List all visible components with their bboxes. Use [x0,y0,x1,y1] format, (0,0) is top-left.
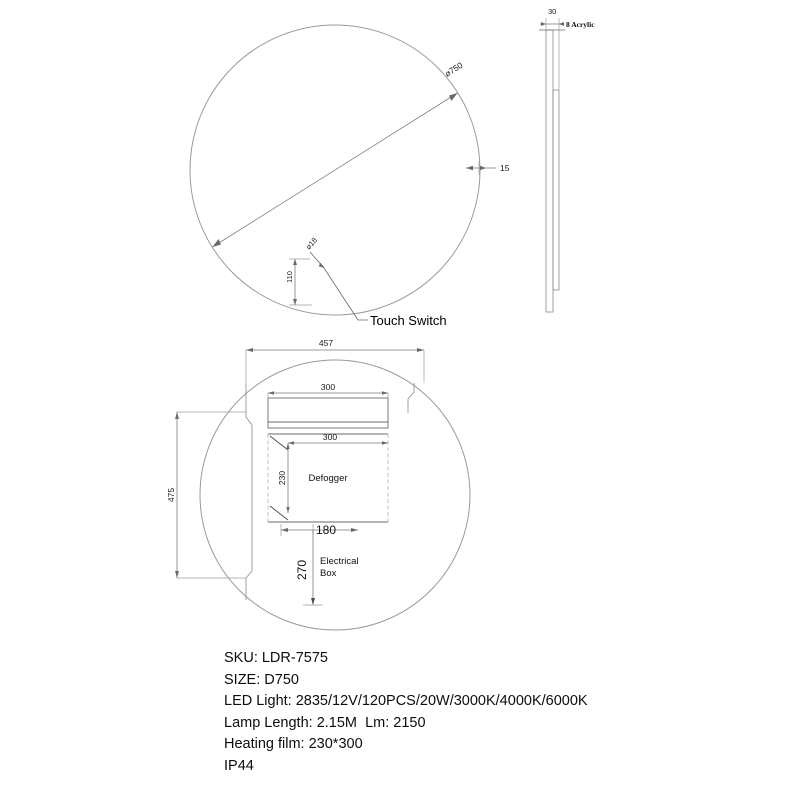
hole-diameter-arrow [318,262,324,268]
switch-offset-label: 110 [285,271,294,283]
defogger-corner-mark-top [269,435,289,451]
defogger-width-arrow-left [288,441,294,445]
spec-line-lamp-length: Lamp Length: 2.15M Lm: 2150 [224,714,426,731]
electrical-box-label-line2: Box [320,568,337,579]
diameter-arrow-start [212,239,221,247]
switch-offset-arrow-bottom [293,299,297,305]
spec-line-led-light: LED Light: 2835/12V/120PCS/20W/3000K/400… [224,693,588,709]
side-thickness-label: 30 [548,7,556,16]
touch-switch-leader-line [321,264,359,321]
defogger-corner-mark-bottom [269,505,289,521]
defogger-width-arrow-right [382,441,388,445]
front-elevation-view: ⌀750 15 Touch Switch ⌀18 110 [189,24,510,328]
overall-height-arrow-top [175,412,179,419]
led-strip-rect [267,421,389,429]
electrical-box-label-line1: Electrical [320,556,359,567]
led-panel-width-arrow-left [268,391,274,395]
overall-width-label: 457 [319,338,333,348]
side-profile-outer-slab [545,29,554,313]
electrical-box-drop-arrow-bottom [311,598,315,605]
defogger-width-label: 300 [323,432,337,442]
led-panel-rect [267,397,389,423]
rear-right-chamfer [407,383,415,413]
defogger-label: Defogger [308,473,347,484]
side-thickness-arrow-right [559,22,564,26]
diameter-label: ⌀750 [443,60,465,79]
overall-width-arrow-right [417,348,424,352]
overall-height-arrow-bottom [175,571,179,578]
rear-side-plate-profile [245,383,253,600]
thickness-arrow-left [466,165,473,171]
diameter-dimension-line [212,92,458,248]
led-panel-width-arrow-right [382,391,388,395]
spec-line-heating-film: Heating film: 230*300 [224,736,363,752]
thickness-label: 15 [500,163,510,173]
side-profile-inner-panel [552,89,560,291]
defogger-height-arrow-top [286,443,290,449]
spec-line-sku: SKU: LDR-7575 [224,650,328,666]
overall-width-arrow-left [246,348,253,352]
spec-line-size: SIZE: D750 [224,671,299,688]
touch-switch-label: Touch Switch [370,313,447,328]
thickness-arrow-right [480,165,486,171]
specification-block: SKU: LDR-7575 SIZE: D750 LED Light: 2835… [224,648,764,777]
diameter-arrow-end [449,93,458,101]
spec-line-ip-rating: IP44 [224,757,254,774]
overall-height-label: 475 [166,488,176,502]
electrical-box-offset-arrow-left [281,528,288,532]
side-profile-view: 30 8 Acrylic [539,7,595,313]
switch-offset-arrow-top [293,259,297,265]
electrical-box-offset-label: 180 [316,523,336,537]
defogger-height-arrow-bottom [286,507,290,513]
electrical-box-offset-arrow-right [351,528,358,532]
hole-diameter-label: ⌀18 [304,236,319,252]
acrylic-material-label: 8 Acrylic [566,20,595,29]
led-panel-width-label: 300 [321,382,335,392]
defogger-height-label: 230 [277,471,287,485]
rear-mirror-circle-outline [199,359,471,631]
rear-layout-view: 457 475 300 [166,338,471,631]
side-thickness-arrow-left [541,22,546,26]
electrical-box-drop-label: 270 [295,560,309,580]
